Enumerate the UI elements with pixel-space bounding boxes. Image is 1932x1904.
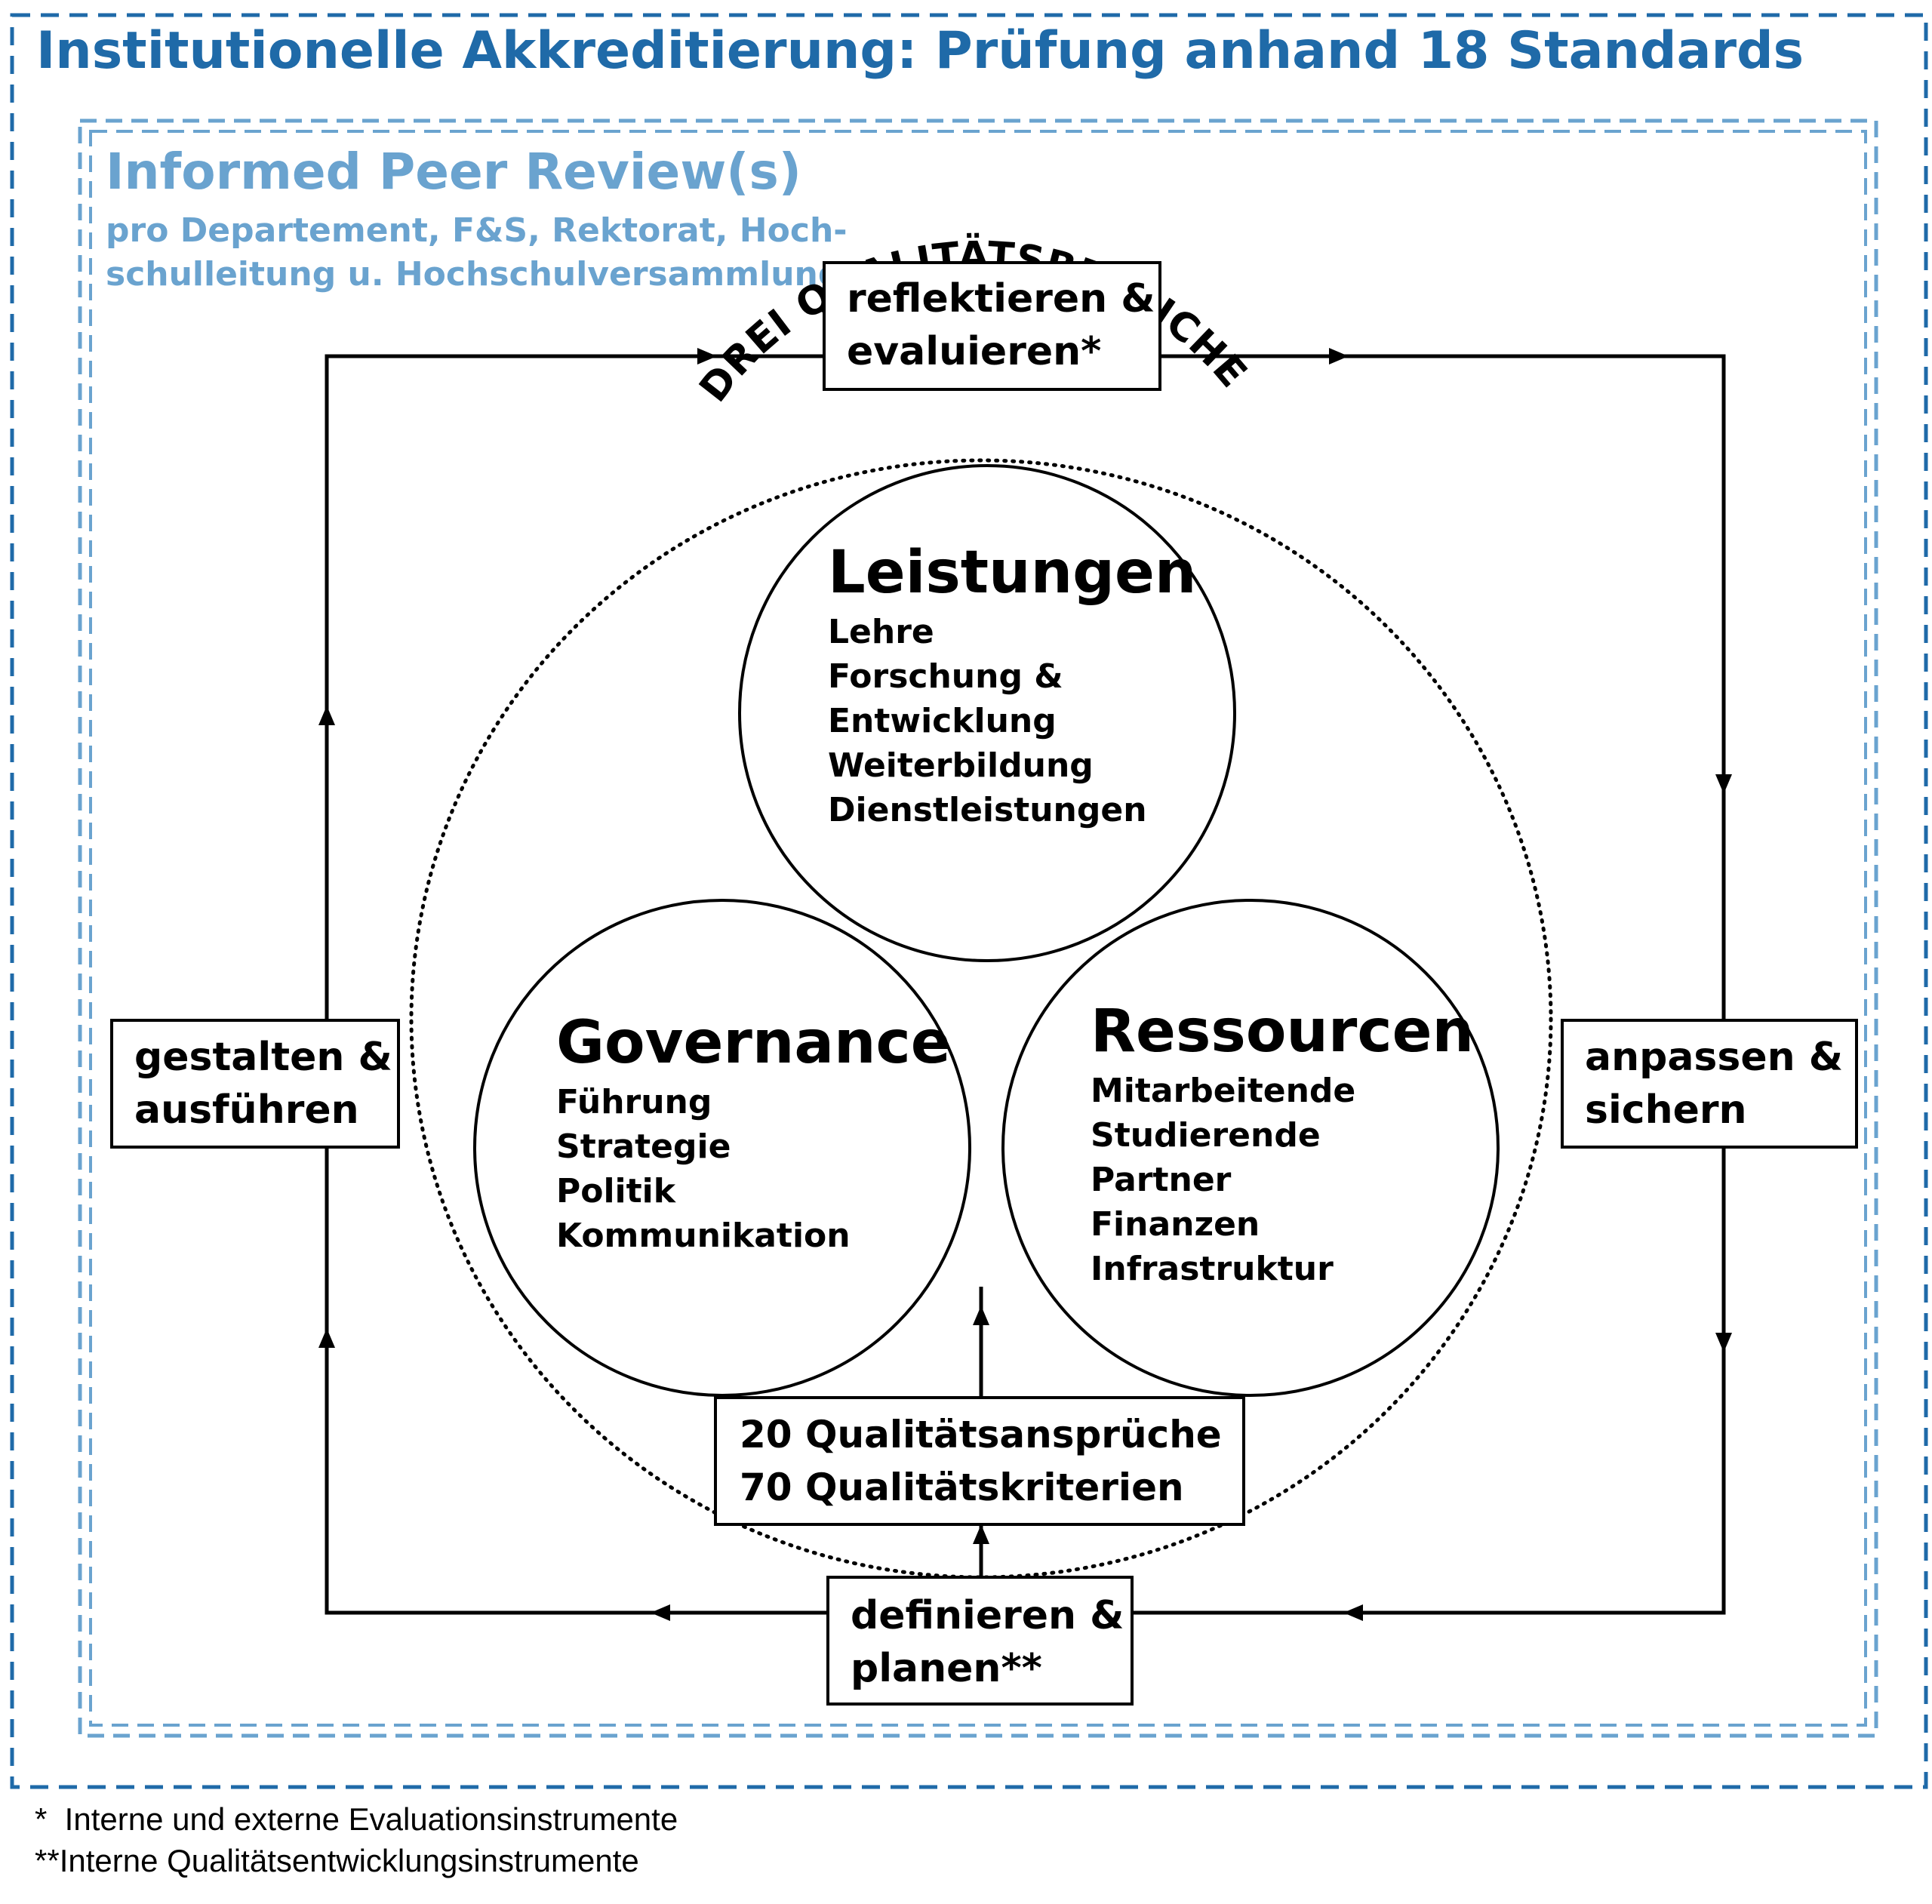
arrow-left-lower-up <box>318 1328 335 1348</box>
footnote-development: **Interne Qualitätsentwicklungsinstrumen… <box>35 1843 639 1878</box>
ressourcen-item: Infrastruktur <box>1091 1250 1334 1288</box>
peer-review-subtitle-2: schulleitung u. Hochschulversammlung <box>106 255 841 294</box>
peer-review-frame-outer <box>78 118 1878 1738</box>
box-gestalten-line1: gestalten & <box>134 1035 392 1080</box>
governance-item: Führung <box>556 1083 712 1121</box>
box-anpassen <box>1561 1019 1858 1149</box>
governance-title: Governance <box>556 1009 951 1077</box>
leistungen-items: Lehre Forschung & Entwicklung Weiterbild… <box>828 613 1147 829</box>
footnote-evaluation: * Interne und externe Evaluationsinstrum… <box>35 1801 678 1837</box>
leistungen-item: Entwicklung <box>828 702 1057 740</box>
ressourcen-item: Mitarbeitende <box>1091 1072 1355 1110</box>
quality-box <box>714 1396 1245 1526</box>
arrow-top-left-right <box>697 348 717 364</box>
arrow-bottom-right-left <box>1343 1604 1363 1621</box>
ressourcen-title: Ressourcen <box>1091 998 1474 1066</box>
arrow-right-upper-down <box>1715 774 1732 794</box>
box-reflektieren <box>823 261 1161 391</box>
outer-frame <box>10 13 1928 1789</box>
box-gestalten-line2: ausführen <box>134 1087 359 1133</box>
peer-review-subtitle-1: pro Departement, F&S, Rektorat, Hoch- <box>106 211 848 250</box>
leistungen-item: Lehre <box>828 613 934 651</box>
ressourcen-item: Finanzen <box>1091 1205 1260 1244</box>
quality-areas-ring <box>409 458 1553 1579</box>
governance-item: Politik <box>556 1172 677 1210</box>
arrow-top-right-right <box>1329 348 1349 364</box>
quality-claims: 20 Qualitätsansprüche <box>740 1413 1222 1456</box>
arrow-bottom-left-left <box>651 1604 670 1621</box>
cycle-arrowheads <box>318 348 1732 1621</box>
circle-leistungen <box>738 464 1236 962</box>
governance-item: Kommunikation <box>556 1217 851 1255</box>
leistungen-item: Weiterbildung <box>828 746 1094 785</box>
arrow-quality-up <box>973 1306 989 1325</box>
page-title: Institutionelle Akkreditierung: Prüfung … <box>36 21 1804 81</box>
leistungen-item: Dienstleistungen <box>828 791 1147 829</box>
peer-review-heading: Informed Peer Review(s) <box>106 143 801 201</box>
peer-review-frame-inner <box>89 130 1867 1727</box>
box-definieren-line2: planen** <box>851 1646 1042 1691</box>
box-reflektieren-line2: evaluieren* <box>847 329 1101 374</box>
box-reflektieren-line1: reflektieren & <box>847 276 1155 321</box>
ressourcen-item: Studierende <box>1091 1116 1321 1155</box>
arrow-right-lower-down <box>1715 1333 1732 1352</box>
arrow-left-upper-up <box>318 706 335 725</box>
governance-item: Strategie <box>556 1127 731 1166</box>
leistungen-item: Forschung & <box>828 657 1063 696</box>
quality-criteria: 70 Qualitätskriterien <box>740 1466 1184 1509</box>
box-anpassen-line2: sichern <box>1585 1087 1747 1133</box>
circle-ressourcen <box>1001 899 1500 1397</box>
ressourcen-items: Mitarbeitende Studierende Partner Finanz… <box>1091 1072 1355 1288</box>
box-definieren-line1: definieren & <box>851 1593 1124 1638</box>
box-definieren <box>826 1576 1134 1706</box>
leistungen-title: Leistungen <box>828 539 1196 607</box>
circle-governance <box>473 899 971 1397</box>
governance-items: Führung Strategie Politik Kommunikation <box>556 1083 851 1255</box>
box-anpassen-line1: anpassen & <box>1585 1035 1843 1080</box>
ressourcen-item: Partner <box>1091 1161 1232 1199</box>
box-gestalten <box>110 1019 400 1149</box>
arrow-planen-up <box>973 1524 989 1544</box>
